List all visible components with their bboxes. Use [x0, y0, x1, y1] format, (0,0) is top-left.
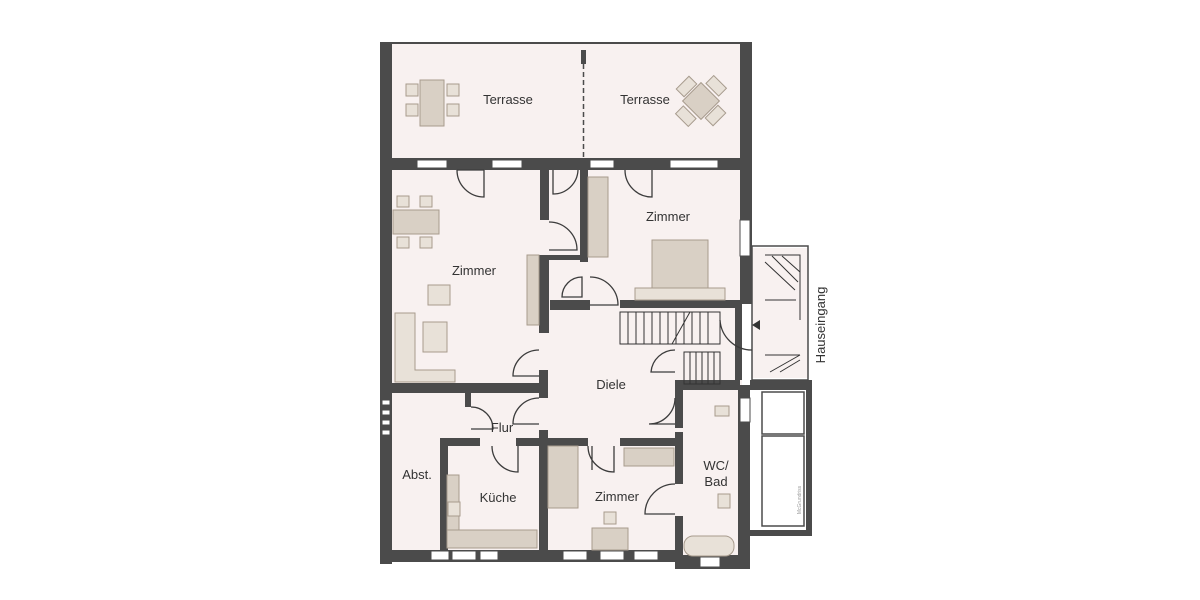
terrace-table-right	[674, 74, 728, 128]
coffee-table	[422, 321, 448, 353]
shelf	[623, 447, 675, 467]
staircase	[619, 254, 801, 385]
label-room-upper-left: Zimmer	[452, 263, 497, 278]
label-storage: Abst.	[402, 467, 432, 482]
nightstands	[634, 287, 726, 301]
label-terrace-right: Terrasse	[620, 92, 670, 107]
label-bath-line1: WC/	[703, 458, 729, 473]
desk-chair	[603, 511, 617, 525]
bathtub	[683, 535, 735, 557]
bed	[651, 239, 709, 291]
stove	[447, 501, 461, 517]
label-hall: Diele	[596, 377, 626, 392]
label-corridor: Flur	[491, 420, 514, 435]
label-kitchen: Küche	[480, 490, 517, 505]
terrace-table-left	[405, 79, 460, 127]
desk	[591, 527, 629, 551]
single-bed	[547, 445, 579, 509]
label-bath-line2: Bad	[704, 474, 727, 489]
toilet	[714, 405, 730, 417]
watermark: McGrundriss	[797, 485, 803, 514]
label-room-upper-right: Zimmer	[646, 209, 691, 224]
wardrobe	[587, 176, 609, 258]
label-terrace-left: Terrasse	[483, 92, 533, 107]
label-entrance: Hauseingang	[813, 287, 828, 364]
windows	[381, 159, 751, 568]
tv-cabinet	[526, 254, 540, 326]
washbasin	[717, 493, 731, 509]
corner-sofa	[394, 312, 456, 383]
room-labels: Terrasse Terrasse Zimmer Zimmer Diele Fl…	[402, 92, 828, 514]
doors	[456, 169, 753, 515]
label-room-lower: Zimmer	[595, 489, 640, 504]
furniture	[392, 74, 735, 557]
kitchen-counter-bottom	[446, 529, 538, 549]
dining-table	[392, 195, 440, 249]
armchair	[427, 284, 451, 306]
